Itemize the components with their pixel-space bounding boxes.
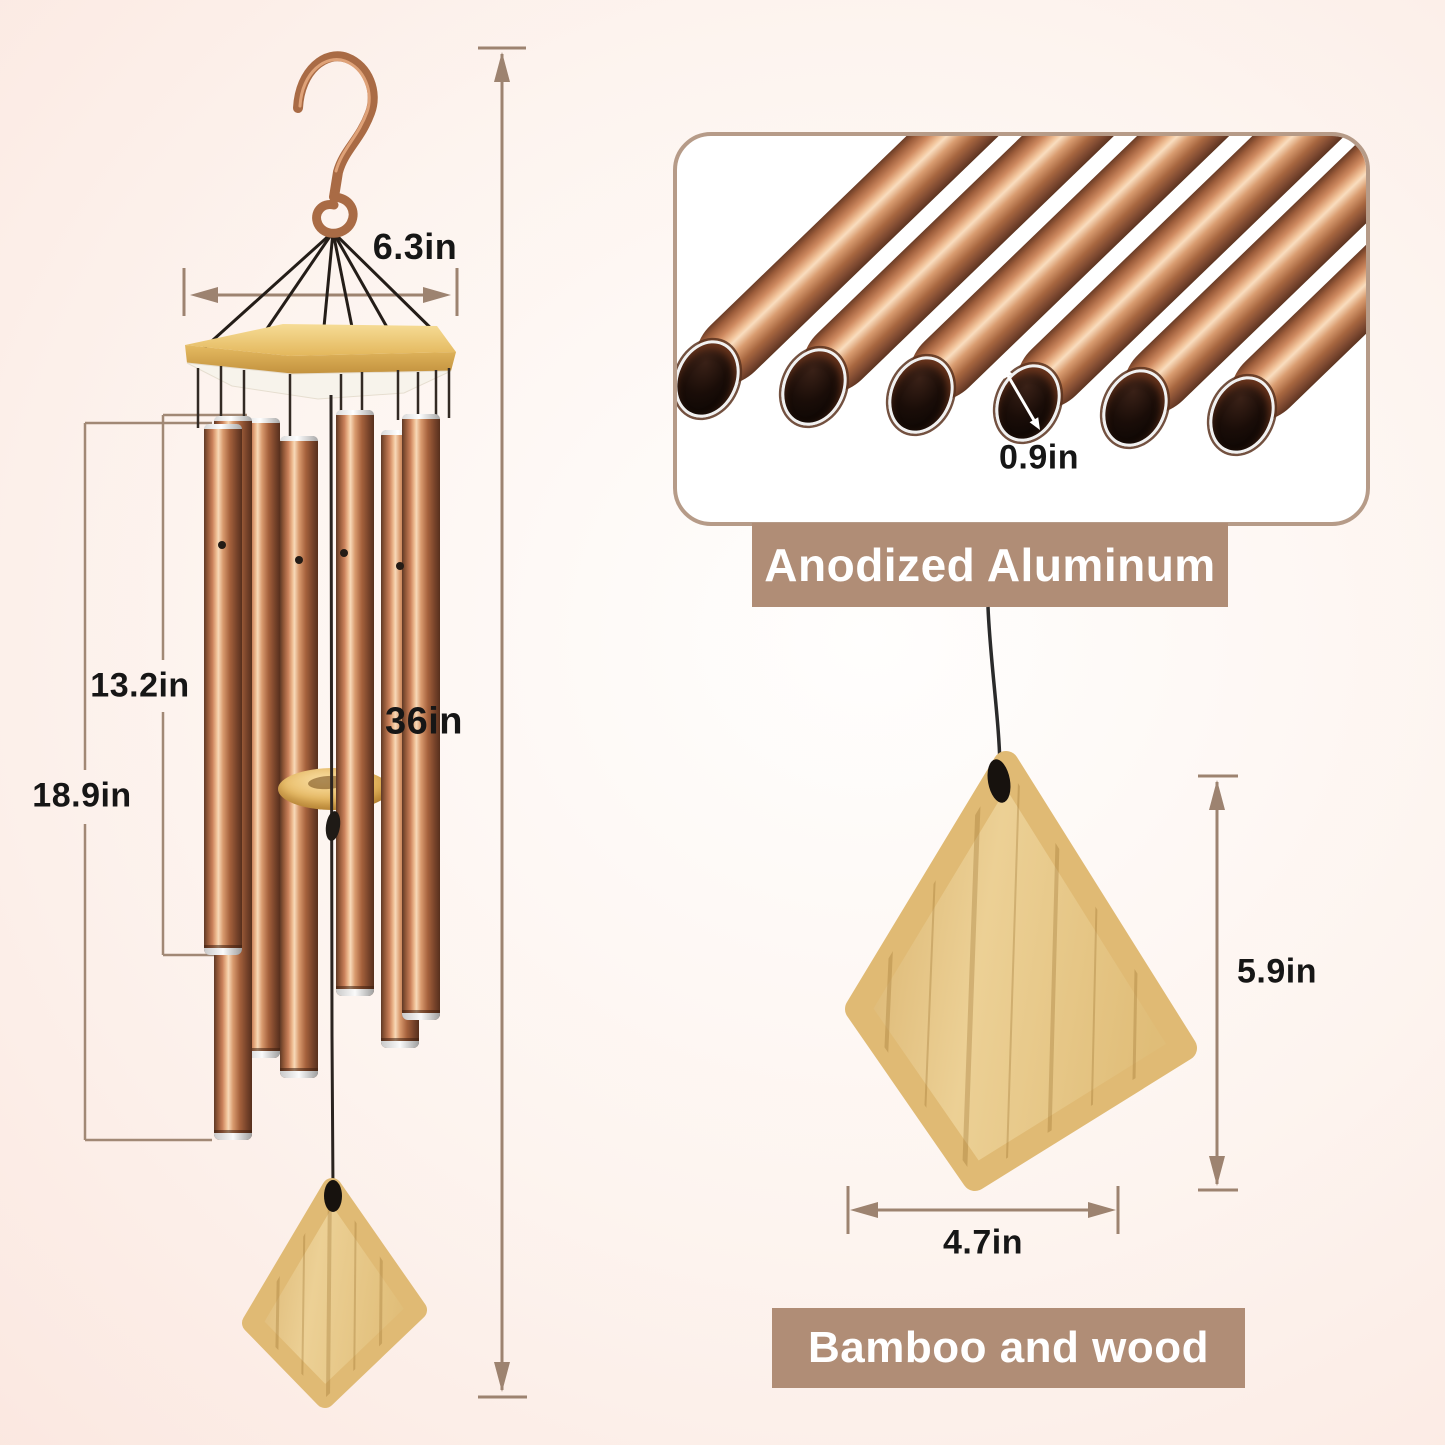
total-height-label: 36in — [384, 700, 464, 743]
hanger-width-label: 6.3in — [372, 226, 458, 267]
hanging-hook-icon — [293, 51, 378, 238]
sail-width-label: 4.7in — [943, 1223, 1023, 1262]
wind-sail-large — [845, 751, 1197, 1191]
chime-tube — [204, 424, 242, 955]
tube-closeup-photo — [673, 132, 1370, 526]
tube-diameter-label: 0.9in — [999, 438, 1079, 477]
chime-tube — [402, 414, 440, 1020]
sail-height-dimension — [1198, 774, 1238, 1192]
sail-cord — [986, 606, 1002, 773]
total-height-dimension — [478, 46, 527, 1399]
long-tube-label: 18.9in — [32, 776, 132, 815]
material-banner-bamboo: Bamboo and wood — [772, 1308, 1245, 1388]
chime-tube — [336, 410, 374, 996]
top-plate — [185, 324, 456, 400]
material-banner-aluminum: Anodized Aluminum — [752, 523, 1228, 607]
sail-knot — [324, 1180, 342, 1212]
sail-knot — [987, 759, 1011, 803]
hanger-width-dimension — [182, 268, 459, 316]
short-tube-label: 13.2in — [90, 666, 190, 705]
chime-tube — [280, 436, 318, 1078]
wind-sail-small — [242, 1178, 427, 1408]
sail-height-label: 5.9in — [1237, 952, 1317, 991]
